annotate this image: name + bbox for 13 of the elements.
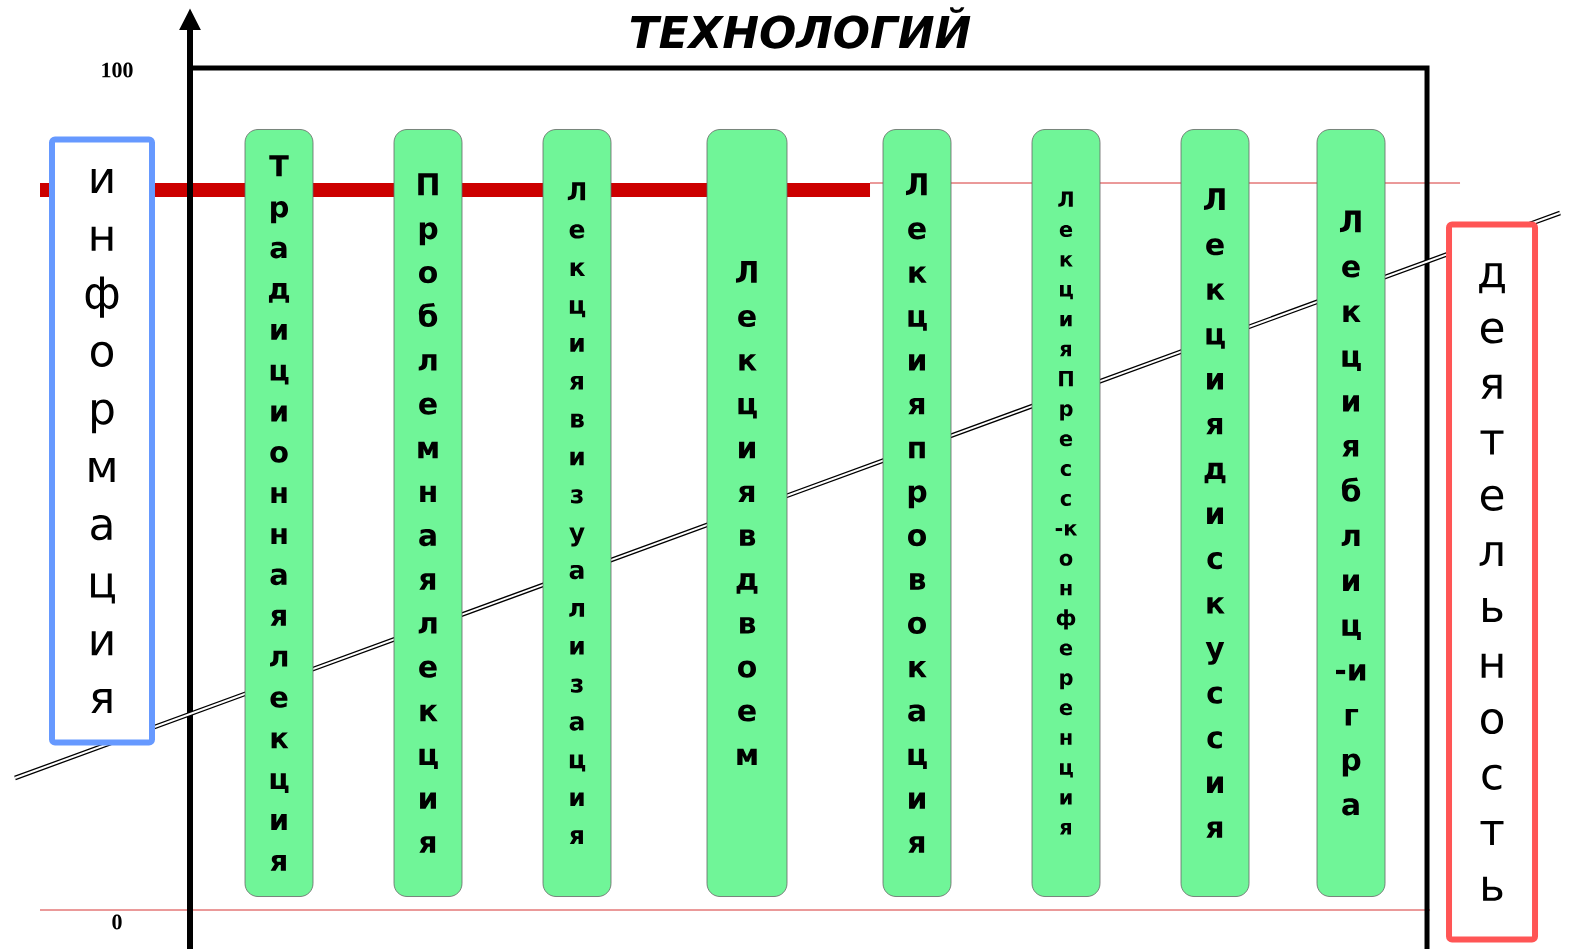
column-box: Лекция блиц-игра bbox=[1316, 129, 1386, 897]
column-box: Лекция дискуссия bbox=[1180, 129, 1250, 897]
column-box: Лекция провокация bbox=[882, 129, 952, 897]
column-box: Лекция вдвоем bbox=[706, 129, 788, 897]
label-box: деятельность bbox=[1446, 221, 1538, 943]
column-box: Проблемная лекция bbox=[393, 129, 463, 897]
axis-label: 0 bbox=[112, 914, 122, 930]
column-box: Лекция визуализация bbox=[542, 129, 612, 897]
title-text: ТЕХНОЛОГИЙ bbox=[630, 7, 971, 49]
axis-label: 100 bbox=[102, 62, 133, 78]
label-box: информация bbox=[49, 136, 155, 746]
column-box: Лекция Пресс-конференция bbox=[1031, 129, 1101, 897]
column-box: Традиционная лекция bbox=[244, 129, 314, 897]
